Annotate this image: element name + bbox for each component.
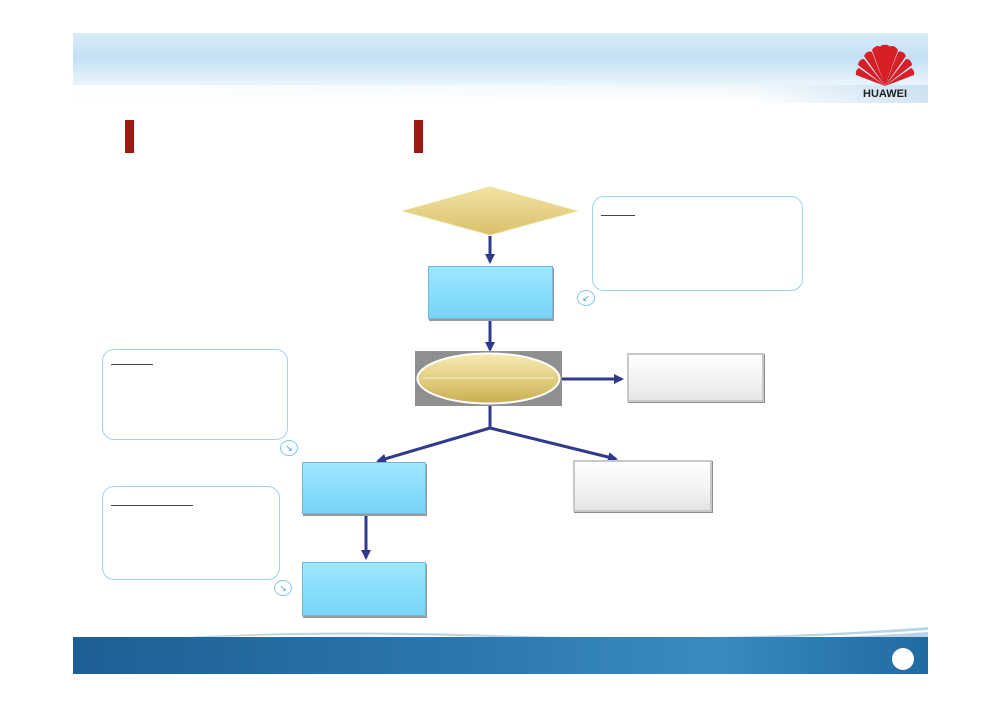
footer-band bbox=[73, 637, 928, 674]
callout-top-right bbox=[592, 196, 803, 291]
callout-pointer-arrow-icon: ↘ bbox=[280, 440, 298, 456]
huawei-fan-logo-icon bbox=[855, 44, 915, 86]
logo bbox=[850, 38, 920, 102]
callout-lower-left-heading-rule bbox=[111, 505, 193, 506]
page-number-badge bbox=[892, 648, 914, 670]
process-box-3 bbox=[302, 562, 426, 616]
process-box-1 bbox=[428, 266, 553, 319]
callout-pointer-arrow-icon: ↙ bbox=[577, 290, 595, 306]
callout-lower-left bbox=[102, 486, 280, 580]
arrow-to-result-lower-right bbox=[489, 426, 618, 462]
title-marker-left bbox=[125, 120, 134, 153]
callout-middle-left-heading-rule bbox=[111, 364, 153, 365]
title-marker-right bbox=[414, 120, 423, 153]
result-box-lower-right bbox=[573, 460, 712, 512]
start-diamond bbox=[402, 186, 578, 236]
logo-text: HUAWEI bbox=[863, 88, 907, 100]
process-box-2 bbox=[302, 462, 426, 514]
callout-top-right-heading-rule bbox=[601, 215, 635, 216]
callout-pointer-arrow-icon: ↘ bbox=[274, 580, 292, 596]
header-band bbox=[73, 33, 928, 103]
callout-middle-left bbox=[102, 349, 288, 440]
arrow-to-process2 bbox=[376, 426, 491, 464]
result-box-right bbox=[627, 353, 764, 402]
decision-ellipse bbox=[416, 352, 561, 405]
